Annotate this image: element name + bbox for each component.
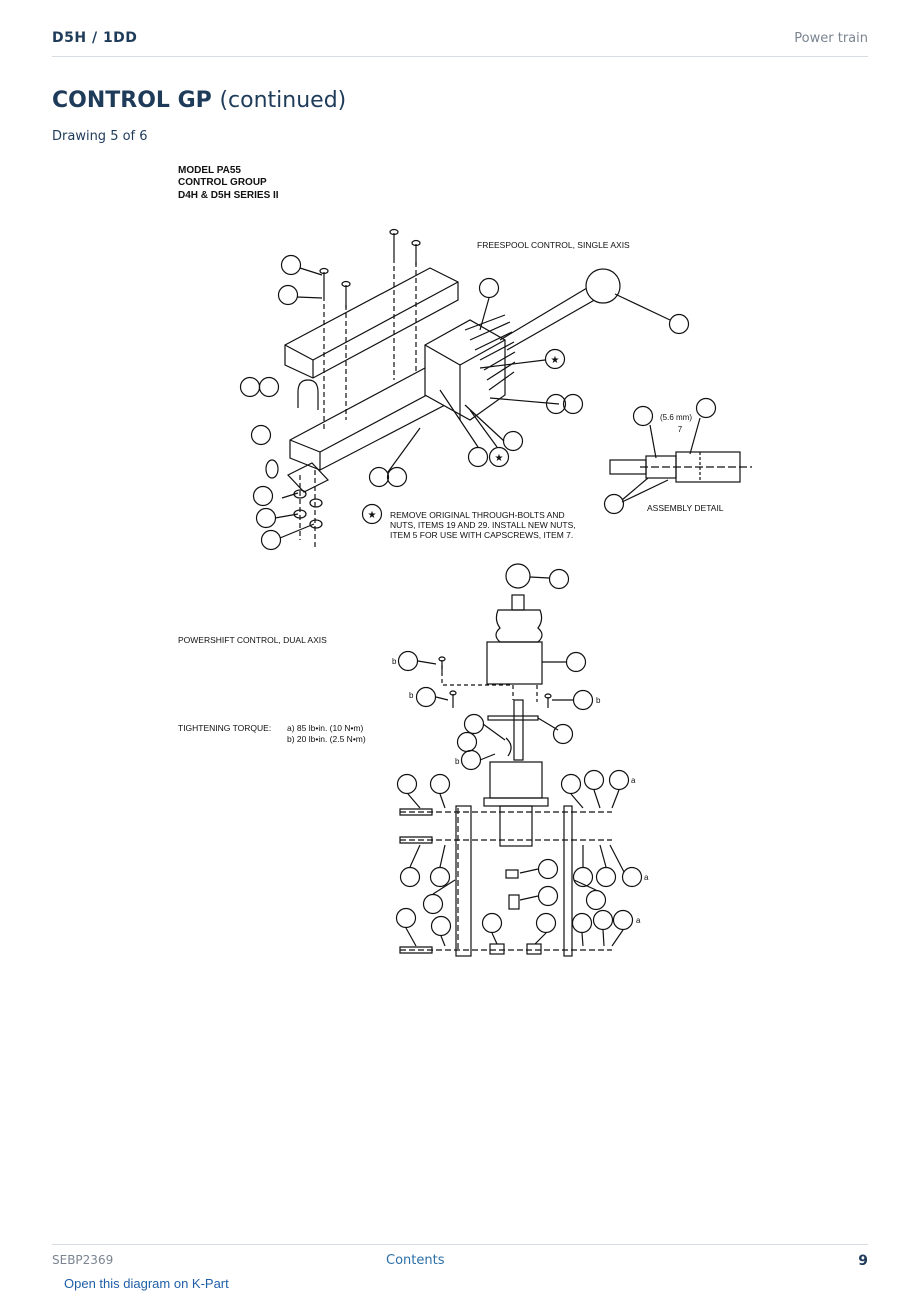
star-symbol: ★ <box>551 355 560 366</box>
open-in-kpart-link[interactable]: Open this diagram on K-Part <box>64 1276 229 1291</box>
callout-letter-a: a <box>636 916 641 925</box>
document-number: SEBP2369 <box>52 1253 114 1267</box>
assembly-detail-label: ASSEMBLY DETAIL <box>647 503 724 513</box>
callout-letter-b: b <box>455 757 460 766</box>
callout-letter-a: a <box>631 776 636 785</box>
star-symbol: ★ <box>495 453 504 464</box>
callout-letter-b: b <box>596 696 601 705</box>
callout-letter-b: b <box>392 657 397 666</box>
note-line-2: NUTS, ITEMS 19 AND 29. INSTALL NEW NUTS, <box>390 520 576 530</box>
parts-diagram: MODEL PA55 CONTROL GROUP D4H & D5H SERIE… <box>178 165 752 957</box>
page-number: 9 <box>858 1253 868 1269</box>
star-symbol: ★ <box>368 510 377 521</box>
dimension-value: 7 <box>678 425 683 434</box>
contents-link[interactable]: Contents <box>386 1253 445 1268</box>
machine-model: D5H / 1DD <box>52 30 138 46</box>
title-suffix: (continued) <box>219 88 347 113</box>
freespool-label: FREESPOOL CONTROL, SINGLE AXIS <box>477 240 630 250</box>
callout-letter-a: a <box>644 873 649 882</box>
section-name: Power train <box>794 31 868 46</box>
page-footer: SEBP2369 Contents 9 <box>52 1244 868 1275</box>
torque-b: b) 20 lb•in. (2.5 N•m) <box>287 734 366 744</box>
drawing-number: Drawing 5 of 6 <box>52 129 148 144</box>
drawing-heading-line-1: MODEL PA55 <box>178 165 241 176</box>
page-header: D5H / 1DD Power train <box>52 28 868 57</box>
drawing-heading-line-2: CONTROL GROUP <box>178 177 267 188</box>
dimension-label: (5.6 mm) <box>660 413 692 422</box>
drawing-heading-line-3: D4H & D5H SERIES II <box>178 190 279 201</box>
note-line-1: REMOVE ORIGINAL THROUGH-BOLTS AND <box>390 510 565 520</box>
torque-a: a) 85 lb•in. (10 N•m) <box>287 723 364 733</box>
page-title: CONTROL GP (continued) <box>52 88 346 113</box>
torque-label: TIGHTENING TORQUE: <box>178 723 271 733</box>
title-main: CONTROL GP <box>52 88 212 113</box>
note-line-3: ITEM 5 FOR USE WITH CAPSCREWS, ITEM 7. <box>390 530 573 540</box>
powershift-label: POWERSHIFT CONTROL, DUAL AXIS <box>178 635 327 645</box>
callout-letter-b: b <box>409 691 414 700</box>
